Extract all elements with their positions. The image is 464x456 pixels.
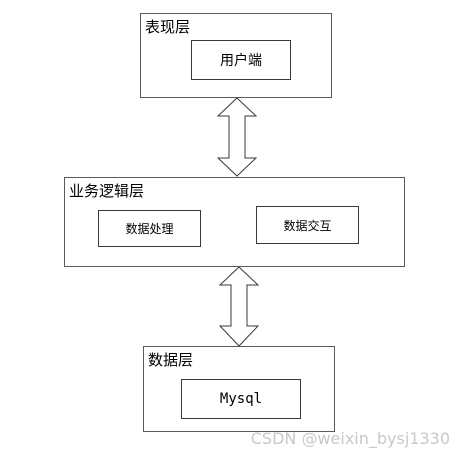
client-box: 用户端 <box>191 40 291 80</box>
data-interaction-box: 数据交互 <box>256 206 359 244</box>
mysql-box: Mysql <box>181 379 301 419</box>
data-interaction-label: 数据交互 <box>283 218 332 233</box>
data-processing-label: 数据处理 <box>125 222 174 236</box>
data-layer-title: 数据层 <box>148 351 194 369</box>
business-logic-layer: 业务逻辑层 数据处理 数据交互 <box>64 177 405 267</box>
presentation-layer: 表现层 用户端 <box>140 13 332 98</box>
data-processing-box: 数据处理 <box>98 210 201 247</box>
client-label: 用户端 <box>220 53 262 69</box>
presentation-layer-title: 表现层 <box>145 18 191 36</box>
mysql-label: Mysql <box>219 391 263 407</box>
arrow-business-data <box>218 266 260 347</box>
watermark: CSDN @weixin_bysj1330 <box>250 429 450 448</box>
arrow-presentation-business <box>216 97 258 177</box>
data-layer: 数据层 Mysql <box>143 346 335 432</box>
business-logic-layer-title: 业务逻辑层 <box>69 182 145 200</box>
